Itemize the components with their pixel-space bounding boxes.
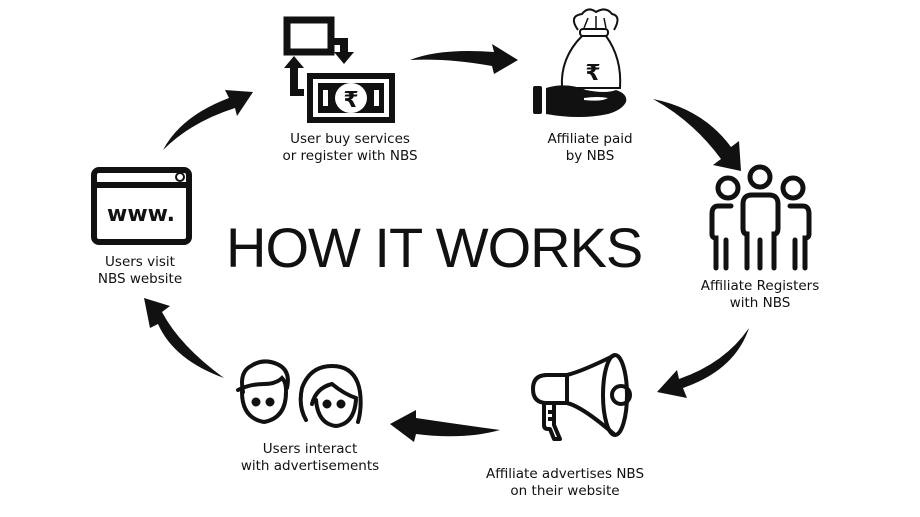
step-label-affiliate-registers: Affiliate Registers with NBS: [680, 278, 840, 312]
step-label-line: on their website: [510, 483, 620, 499]
step-label-line: by NBS: [565, 148, 615, 164]
step-label-line: Affiliate Registers: [700, 278, 820, 294]
megaphone-icon: [531, 353, 632, 441]
step-label-line: Users visit: [105, 254, 175, 270]
users-faces-icon: [236, 359, 363, 429]
step-label-line: Users interact: [262, 441, 358, 457]
step-label-line: with advertisements: [240, 458, 380, 474]
step-label-line: Affiliate advertises NBS: [485, 466, 645, 482]
arrow-up-left-icon: [144, 298, 224, 378]
arrow-left-icon: [390, 410, 500, 442]
rupee-symbol: ₹: [585, 61, 600, 86]
step-label-affiliate-advertises: Affiliate advertises NBS on their websit…: [460, 466, 670, 500]
arrow-right-icon: [410, 44, 518, 74]
step-label-line: User buy services: [290, 131, 410, 147]
arrow-up-right-icon: [163, 90, 253, 150]
step-label-line: Affiliate paid: [547, 131, 633, 147]
group-people-icon: [709, 164, 812, 271]
step-label-line: or register with NBS: [282, 148, 418, 164]
money-transfer-icon: ₹: [283, 16, 395, 123]
arrow-down-right-icon: [653, 99, 741, 171]
step-label-users-interact: Users interact with advertisements: [215, 441, 405, 475]
step-label-affiliate-paid: Affiliate paid by NBS: [515, 131, 665, 165]
arrow-down-left-icon: [657, 328, 749, 398]
flow-arrows: [144, 44, 749, 442]
browser-www-icon: www.: [91, 167, 192, 245]
www-text: www.: [107, 202, 175, 227]
money-bag-hand-icon: ₹: [533, 8, 627, 117]
rupee-symbol: ₹: [343, 88, 358, 113]
step-label-user-buy: User buy services or register with NBS: [255, 131, 445, 165]
step-label-line: with NBS: [729, 295, 791, 311]
diagram-title: HOW IT WORKS: [226, 216, 643, 279]
step-label-line: NBS website: [97, 271, 183, 287]
step-label-users-visit: Users visit NBS website: [70, 254, 210, 288]
